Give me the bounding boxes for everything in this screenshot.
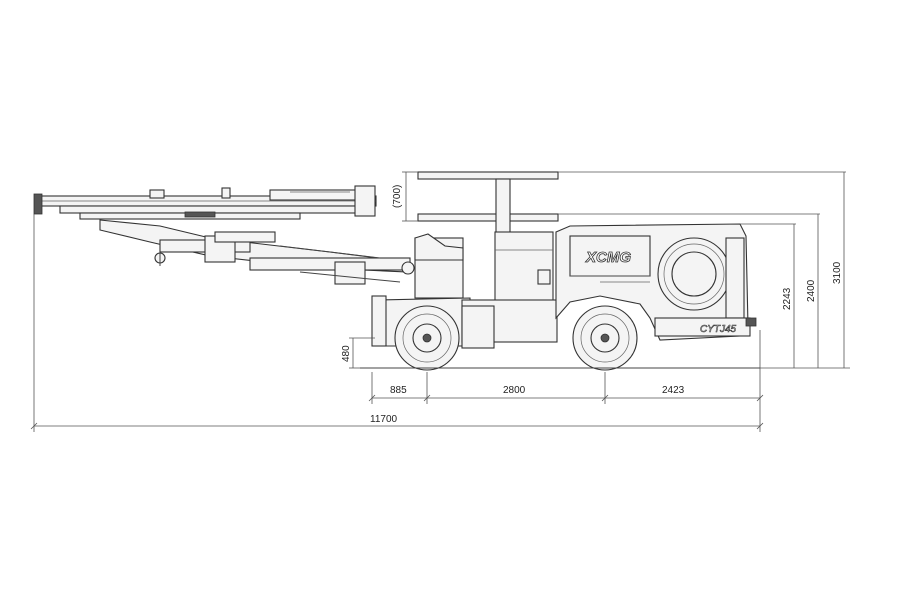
dim-ground-clearance: 480 [341,345,352,362]
rear-wheel [572,305,638,371]
drill-feed-beam [33,185,377,220]
dim-overall-length: 11700 [370,414,398,425]
dimension-lines [30,171,850,432]
front-wheel [394,305,460,371]
model-label: CYTJ45 [700,324,737,335]
machine-body: XCMG CYTJ45 [371,223,757,349]
dim-height-2243: 2243 [782,287,793,310]
boom-arm [99,219,415,285]
dim-roof-raise: (700) [392,185,403,208]
raised-canopy [417,171,559,242]
dim-wheelbase: 2800 [503,385,526,396]
dim-rear-overhang: 2423 [662,385,685,396]
dim-front-overhang: 885 [390,385,407,396]
dim-height-3100: 3100 [832,261,843,284]
dim-height-2400: 2400 [806,279,817,302]
brand-logo: XCMG [585,249,631,266]
